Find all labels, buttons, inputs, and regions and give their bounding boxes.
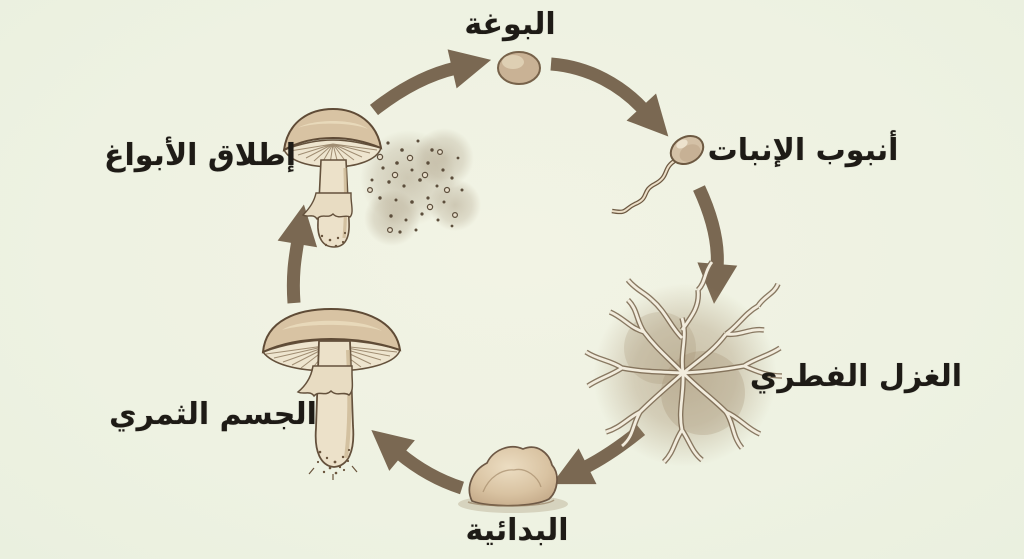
primordium-illustration [458,445,568,513]
arrow-spore-release-to-spore [369,49,492,116]
fruiting-body-illustration [261,307,402,480]
germination-tube-illustration [611,135,705,215]
stage-label-spore-release: إطلاق الأبواغ [103,138,297,173]
spore-illustration [497,51,541,85]
stage-label-primordium: البدائية [465,513,569,548]
mycelium-illustration [586,262,782,467]
stage-label-germ-tube: أنبوب الإنبات [707,133,899,168]
fruiting-body-ring [296,365,354,398]
spore-cloud [360,128,481,246]
stage-label-spore: البوغة [464,7,556,42]
release-cap [282,107,383,152]
stage-label-mycelium: الغزل الفطري [749,359,963,394]
arrow-fruiting-body-to-spore-release [277,204,318,304]
spore-release-illustration [282,107,481,248]
fruiting-body-cap [261,307,402,354]
release-ring [301,192,353,221]
spore-cloud-dots [370,139,464,234]
fruiting-body-base-dirt [308,448,358,480]
arrow-germ-tube-to-mycelium [693,185,738,304]
spore-cloud-ring-dots [367,149,459,234]
release-gills [289,143,378,165]
arrow-primordium-to-fruiting-body [371,429,465,495]
release-base-dirt [320,231,347,248]
arrow-spore-to-germ-tube [550,57,669,137]
stage-label-fruiting-body: الجسم الثمري [109,397,317,432]
